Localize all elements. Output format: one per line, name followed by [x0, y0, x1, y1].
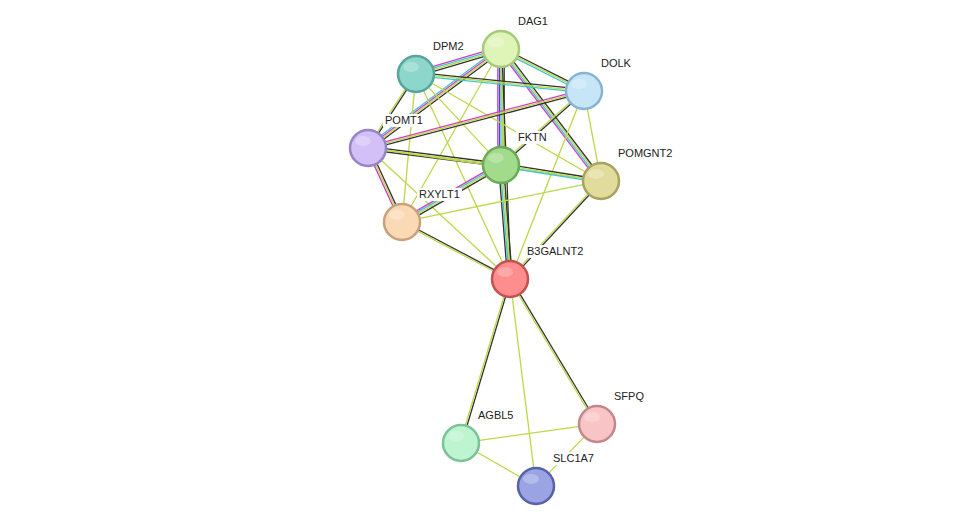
- node-circle: [489, 258, 531, 300]
- node-circle: [580, 160, 622, 202]
- interaction-edge: [465, 295, 506, 427]
- protein-label: RXYLT1: [417, 188, 462, 201]
- evidence-line: [374, 164, 394, 207]
- interaction-edge: [500, 182, 511, 262]
- node-circle: [563, 70, 605, 112]
- node-circle: [440, 422, 482, 464]
- evidence-line: [497, 66, 498, 148]
- evidence-line: [518, 168, 584, 179]
- protein-node: SLC1A7: [517, 467, 555, 505]
- protein-node: POMT1: [349, 129, 387, 167]
- evidence-line: [417, 229, 495, 270]
- interaction-edge: [478, 426, 580, 440]
- node-circle: [480, 28, 522, 70]
- protein-label: DOLK: [599, 57, 633, 70]
- interaction-edge: [377, 88, 408, 134]
- interaction-edge: [587, 108, 598, 165]
- protein-label: POMGNT2: [616, 147, 674, 160]
- evidence-line: [417, 174, 487, 214]
- evidence-line: [516, 57, 569, 84]
- interaction-edge: [416, 171, 488, 215]
- protein-label: DPM2: [431, 40, 466, 53]
- node-circle: [576, 403, 618, 445]
- interaction-edge: [518, 166, 585, 180]
- evidence-line: [377, 163, 397, 206]
- node-circle: [515, 465, 557, 507]
- evidence-line: [517, 55, 570, 82]
- interaction-edge: [404, 91, 415, 205]
- protein-label: POMT1: [383, 114, 425, 127]
- protein-node: AGBL5: [442, 424, 480, 462]
- evidence-line: [433, 76, 567, 90]
- evidence-line: [500, 182, 506, 262]
- node-circle: [480, 144, 522, 186]
- evidence-line: [417, 231, 495, 272]
- interaction-edge: [512, 296, 534, 469]
- evidence-line: [467, 296, 506, 427]
- evidence-line: [380, 160, 497, 268]
- evidence-line: [518, 294, 588, 410]
- evidence-line: [522, 194, 590, 267]
- interaction-edge: [521, 193, 590, 267]
- evidence-line: [418, 176, 488, 216]
- interaction-edge: [518, 293, 589, 410]
- protein-label: FKTN: [516, 131, 549, 144]
- node-circle: [347, 127, 389, 169]
- interaction-edge: [380, 160, 497, 268]
- node-circle: [395, 53, 437, 95]
- protein-node: SFPQ: [578, 405, 616, 443]
- evidence-line: [512, 296, 534, 469]
- evidence-line: [499, 66, 500, 148]
- interaction-edge: [417, 229, 496, 272]
- protein-label: SLC1A7: [551, 452, 596, 465]
- evidence-line: [587, 108, 598, 165]
- protein-label: SFPQ: [612, 390, 646, 403]
- evidence-line: [416, 171, 486, 211]
- protein-label: AGBL5: [476, 409, 515, 422]
- interaction-edge: [433, 74, 567, 91]
- evidence-line: [509, 64, 588, 169]
- evidence-line: [433, 77, 567, 91]
- evidence-line: [519, 293, 589, 409]
- protein-label: B3GALNT2: [525, 245, 585, 258]
- interaction-edge: [476, 451, 522, 477]
- evidence-line: [465, 295, 504, 426]
- interaction-edge: [513, 102, 572, 155]
- evidence-line: [478, 426, 580, 440]
- evidence-line: [404, 91, 415, 205]
- evidence-line: [476, 451, 522, 477]
- protein-node: DOLK: [565, 72, 603, 110]
- evidence-line: [378, 89, 407, 134]
- protein-node: DAG1: [482, 30, 520, 68]
- evidence-line: [385, 149, 484, 162]
- protein-node: RXYLT1: [383, 203, 421, 241]
- protein-label: DAG1: [516, 15, 550, 28]
- evidence-line: [518, 169, 584, 180]
- protein-node: POMGNT2: [582, 162, 620, 200]
- node-circle: [381, 201, 423, 243]
- interaction-edge: [432, 51, 486, 71]
- interaction-edge: [374, 163, 397, 207]
- protein-node: FKTN: [482, 146, 520, 184]
- evidence-line: [433, 74, 567, 88]
- protein-node: B3GALNT2: [491, 260, 529, 298]
- evidence-line: [514, 103, 572, 154]
- protein-node: DPM2: [397, 55, 435, 93]
- evidence-line: [521, 193, 589, 266]
